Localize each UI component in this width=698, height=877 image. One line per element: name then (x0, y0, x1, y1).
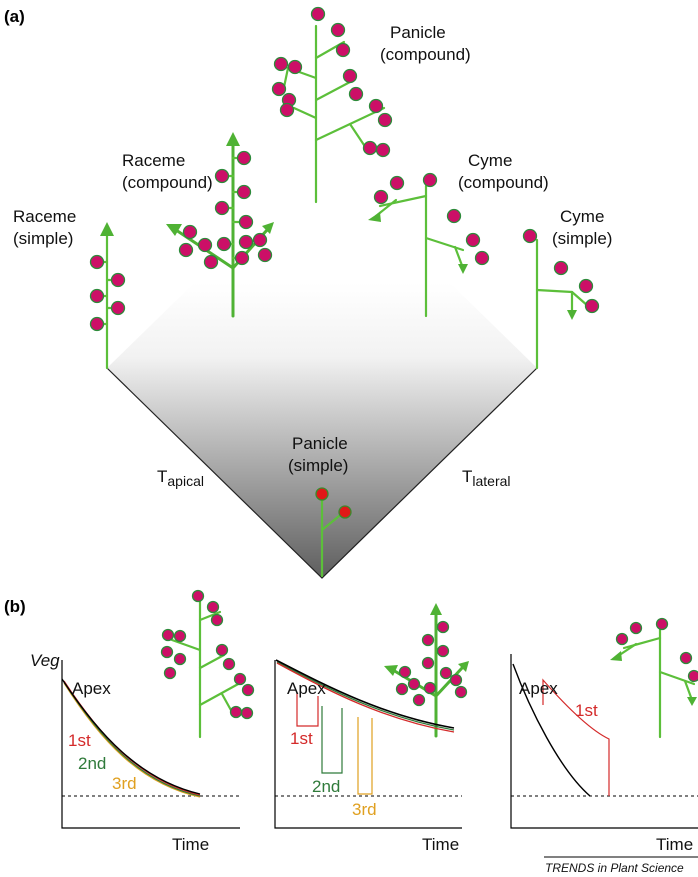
panicle-simple-plant (315, 487, 352, 578)
cyme-simple-plant (522, 228, 600, 370)
plot-2-apex-curve (275, 659, 455, 729)
panicle-compound-label-1: Panicle (390, 23, 446, 42)
panicle-compound-label-2: (compound) (380, 45, 471, 64)
raceme-compound-label-2: (compound) (122, 173, 213, 192)
cyme-simple-label-2: (simple) (552, 229, 612, 248)
plot-2-apex-label: Apex (287, 679, 326, 698)
plot-3-first-label: 1st (575, 701, 598, 720)
plot-1-axes (61, 660, 240, 829)
t-lateral-label: Tlateral (462, 467, 511, 489)
plot-1: Apex 1st 2nd 3rd Time (61, 660, 240, 854)
panicle-compound-thumbnail (160, 589, 255, 739)
journal-footer: TRENDS in Plant Science (545, 861, 684, 875)
morphospace-triangle (106, 283, 538, 579)
raceme-compound-thumbnail (384, 603, 469, 738)
plot-1-first-label: 1st (68, 731, 91, 750)
panel-b-label: (b) (4, 597, 26, 616)
plot-3-first-trace (542, 678, 610, 796)
plot-2-bundle-1 (276, 662, 455, 733)
t-apical-label: Tapical (157, 467, 204, 489)
plot-1-time-label: Time (172, 835, 209, 854)
plot-3: Apex 1st Time (510, 654, 698, 854)
raceme-simple-label-1: Raceme (13, 207, 76, 226)
plot-2-first-trace (296, 692, 319, 727)
raceme-compound-label-1: Raceme (122, 151, 185, 170)
raceme-simple-label-2: (simple) (13, 229, 73, 248)
plot-2-third-trace (357, 717, 373, 795)
plot-2-third-label: 3rd (352, 800, 377, 819)
plot-2-first-label: 1st (290, 729, 313, 748)
raceme-simple-plant (89, 222, 126, 370)
plot-2: Apex 1st 2nd 3rd Time (274, 659, 462, 854)
plot-2-second-trace (321, 706, 343, 774)
raceme-compound-plant (166, 132, 274, 318)
plot-3-time-label: Time (656, 835, 693, 854)
plot-1-apex-curve (61, 678, 201, 795)
plot-3-apex-curve (512, 663, 591, 797)
cyme-compound-thumbnail (610, 617, 698, 739)
plot-3-axes (510, 654, 698, 829)
plot-1-third-curve (63, 682, 201, 798)
plot-1-third-label: 3rd (112, 774, 137, 793)
plot-2-axes (274, 660, 462, 829)
cyme-compound-label-2: (compound) (458, 173, 549, 192)
plot-2-second-label: 2nd (312, 777, 340, 796)
cyme-simple-label-1: Cyme (560, 207, 604, 226)
panicle-simple-label-1: Panicle (292, 434, 348, 453)
veg-axis-label: Veg (30, 651, 60, 670)
plot-2-bundle-2 (276, 661, 455, 731)
panicle-simple-label-2: (simple) (288, 456, 348, 475)
plot-1-apex-label: Apex (72, 679, 111, 698)
plot-3-apex-label: Apex (519, 679, 558, 698)
plot-2-time-label: Time (422, 835, 459, 854)
cyme-compound-plant (368, 172, 490, 318)
panicle-compound-plant (271, 6, 393, 204)
plot-1-second-label: 2nd (78, 754, 106, 773)
panel-a-label: (a) (4, 7, 25, 26)
cyme-compound-label-1: Cyme (468, 151, 512, 170)
